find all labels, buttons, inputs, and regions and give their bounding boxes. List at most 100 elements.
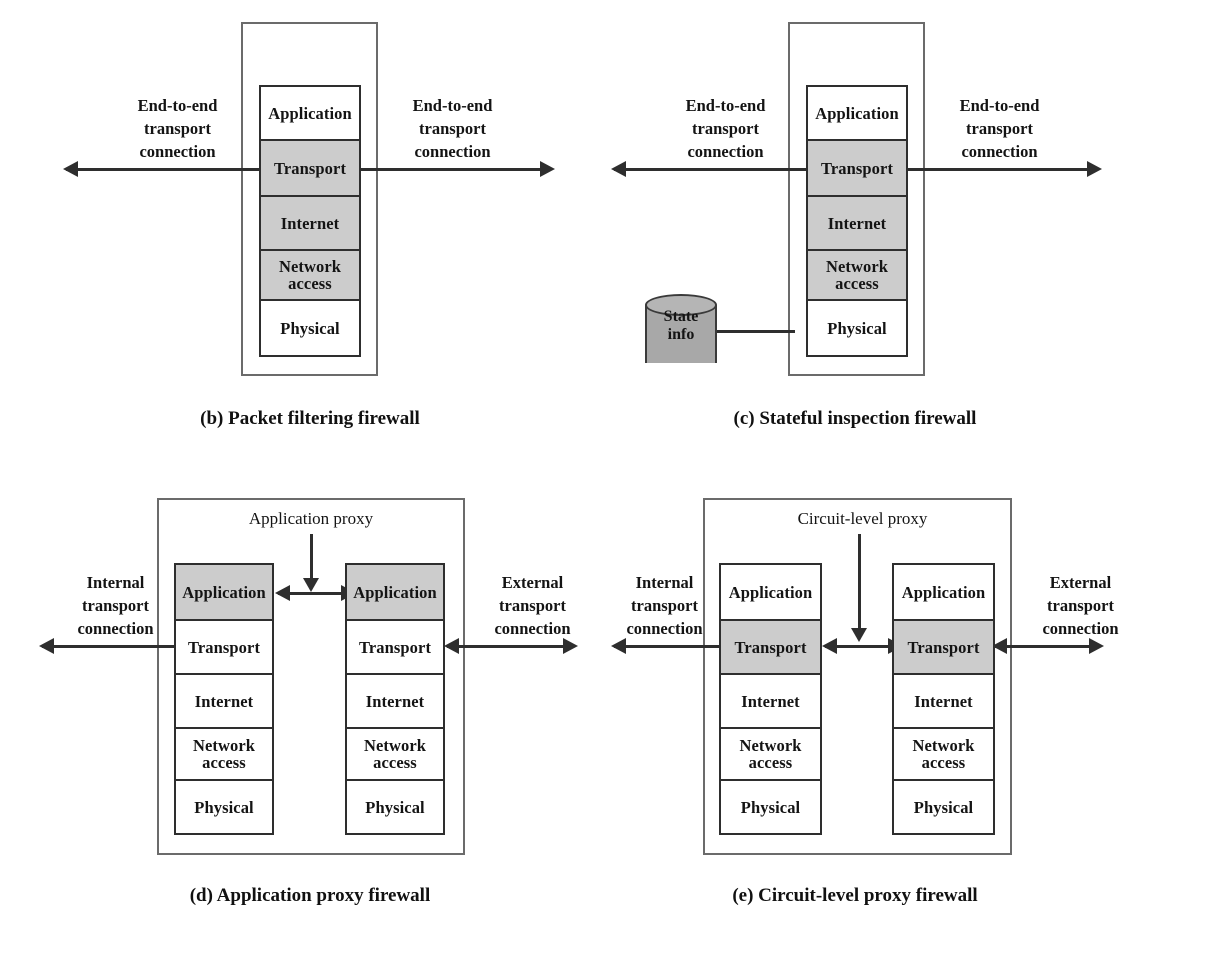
- caption-panel-e: (e) Circuit-level proxy firewall: [732, 885, 978, 906]
- layer-internet: Internet: [261, 197, 359, 251]
- label-end-to-end-right-c: End-to-end transport connection: [907, 95, 1092, 163]
- label-external-transport-e: External transport connection: [1003, 572, 1158, 640]
- protocol-stack-external-e: Application Transport Internet Network a…: [892, 563, 995, 835]
- network-access-line-2: access: [373, 753, 417, 772]
- layer-transport: Transport: [721, 621, 820, 675]
- caption-panel-c: (c) Stateful inspection firewall: [733, 408, 977, 429]
- layer-application: Application: [261, 87, 359, 141]
- caption-panel-b: (b) Packet filtering firewall: [200, 408, 420, 429]
- label-line-2: transport: [1047, 595, 1114, 615]
- label-line-1: Internal: [86, 573, 145, 592]
- arrow-left-b: [63, 161, 78, 177]
- layer-physical: Physical: [894, 781, 993, 833]
- layer-application: Application: [808, 87, 906, 141]
- protocol-stack-c: Application Transport Internet Network a…: [806, 85, 908, 357]
- arrow-right-inner-e: [992, 638, 1007, 654]
- label-line-2: transport: [82, 595, 149, 615]
- layer-transport: Transport: [261, 141, 359, 197]
- proxy-arrow-head-e: [851, 628, 867, 642]
- layer-physical: Physical: [261, 301, 359, 355]
- proxy-link-arrow-left-e: [822, 638, 837, 654]
- label-line-2: transport: [419, 118, 486, 138]
- protocol-stack-external-d: Application Transport Internet Network a…: [345, 563, 445, 835]
- label-line-3: connection: [139, 141, 216, 161]
- proxy-arrow-stem-d: [310, 534, 313, 580]
- protocol-stack-internal-e: Application Transport Internet Network a…: [719, 563, 822, 835]
- label-internal-transport-e: Internal transport connection: [587, 572, 742, 640]
- layer-network-access: Network access: [721, 729, 820, 781]
- protocol-stack-b: Application Transport Internet Network a…: [259, 85, 361, 357]
- label-line-1: End-to-end: [959, 96, 1040, 115]
- arrow-left-outer-d: [39, 638, 54, 654]
- connection-line-left-e: [614, 645, 734, 648]
- layer-transport: Transport: [894, 621, 993, 675]
- connection-line-left-c: [614, 168, 814, 171]
- label-line-3: connection: [1042, 618, 1119, 638]
- connection-line-right-b: [355, 168, 545, 171]
- layer-transport: Transport: [347, 621, 443, 675]
- network-access-line-2: access: [835, 274, 879, 293]
- proxy-link-line-e: [825, 645, 893, 648]
- application-proxy-label: Application proxy: [248, 509, 374, 528]
- network-access-line-1: Network: [825, 257, 889, 277]
- layer-internet: Internet: [808, 197, 906, 251]
- arrow-left-outer-e: [611, 638, 626, 654]
- label-line-3: connection: [626, 618, 703, 638]
- label-end-to-end-right-b: End-to-end transport connection: [360, 95, 545, 163]
- state-info-connector-c: [715, 330, 795, 333]
- label-line-3: connection: [414, 141, 491, 161]
- network-access-line-1: Network: [278, 257, 342, 277]
- layer-network-access: Network access: [347, 729, 443, 781]
- cylinder-top-ellipse: [645, 294, 717, 316]
- connection-line-right-c: [902, 168, 1092, 171]
- label-line-1: External: [1049, 573, 1112, 592]
- network-access-line-2: access: [202, 753, 246, 772]
- caption-panel-d: (d) Application proxy firewall: [189, 885, 431, 906]
- label-line-3: connection: [687, 141, 764, 161]
- circuit-level-proxy-label: Circuit-level proxy: [797, 509, 928, 528]
- network-access-line-1: Network: [739, 736, 802, 756]
- label-end-to-end-left-c: End-to-end transport connection: [633, 95, 818, 163]
- network-access-line-1: Network: [363, 736, 427, 756]
- state-info-label: State info: [645, 308, 717, 344]
- label-line-3: connection: [494, 618, 571, 638]
- layer-internet: Internet: [894, 675, 993, 729]
- label-external-transport-d: External transport connection: [455, 572, 610, 640]
- arrow-right-outer-e: [1089, 638, 1104, 654]
- state-info-line-1: State: [663, 308, 699, 325]
- proxy-link-line-d: [278, 592, 346, 595]
- arrow-right-c: [1087, 161, 1102, 177]
- network-access-line-2: access: [288, 274, 332, 293]
- connection-line-right-d: [447, 645, 569, 648]
- state-info-line-2: info: [667, 325, 695, 343]
- label-line-1: External: [501, 573, 564, 592]
- label-line-1: End-to-end: [137, 96, 218, 115]
- layer-application: Application: [347, 565, 443, 621]
- layer-transport: Transport: [808, 141, 906, 197]
- layer-physical: Physical: [808, 301, 906, 355]
- proxy-arrow-head-d: [303, 578, 319, 592]
- arrow-right-b: [540, 161, 555, 177]
- label-internal-transport-d: Internal transport connection: [38, 572, 193, 640]
- label-line-2: transport: [631, 595, 698, 615]
- layer-physical: Physical: [176, 781, 272, 833]
- label-line-2: transport: [692, 118, 759, 138]
- layer-physical: Physical: [721, 781, 820, 833]
- layer-application: Application: [721, 565, 820, 621]
- label-line-1: End-to-end: [685, 96, 766, 115]
- layer-application: Application: [894, 565, 993, 621]
- layer-application: Application: [176, 565, 272, 621]
- label-line-1: Internal: [635, 573, 694, 592]
- label-line-2: transport: [966, 118, 1033, 138]
- network-access-line-2: access: [748, 753, 793, 772]
- connection-line-left-b: [66, 168, 266, 171]
- proxy-arrow-stem-e: [858, 534, 861, 630]
- layer-internet: Internet: [721, 675, 820, 729]
- network-access-line-2: access: [921, 753, 966, 772]
- layer-network-access: Network access: [261, 251, 359, 301]
- layer-internet: Internet: [347, 675, 443, 729]
- layer-network-access: Network access: [176, 729, 272, 781]
- layer-physical: Physical: [347, 781, 443, 833]
- label-line-1: End-to-end: [412, 96, 493, 115]
- label-line-2: transport: [499, 595, 566, 615]
